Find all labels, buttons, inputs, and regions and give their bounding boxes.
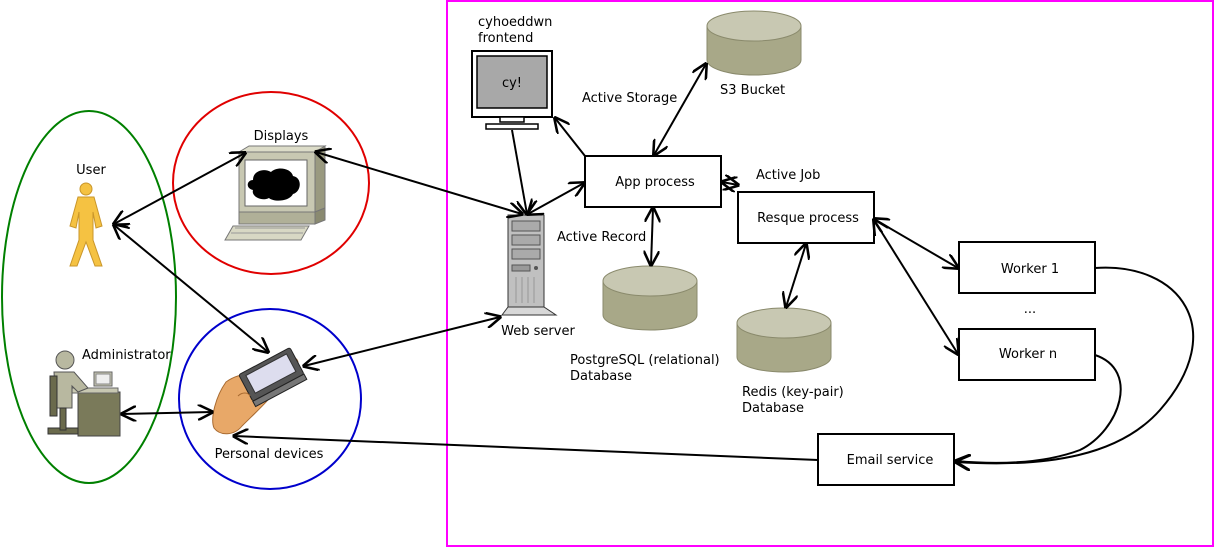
resque-worker1-arrow <box>874 219 958 268</box>
app-process-box <box>584 155 722 208</box>
worker-1-label: Worker 1 <box>1001 262 1059 277</box>
worker-n-box <box>958 328 1096 381</box>
postgres-database-icon <box>602 265 698 331</box>
user-devices-arrow <box>114 225 268 352</box>
handheld-device-icon <box>212 347 308 435</box>
active-job-label: Active Job <box>756 168 820 183</box>
worker-n-label: Worker n <box>999 347 1057 362</box>
frontend-label-line1: cyhoeddwn <box>478 15 552 30</box>
person-figure-icon <box>69 182 103 267</box>
redis-label-line1: Redis (key-pair) <box>742 385 844 400</box>
workern-email-arrow <box>956 354 1122 463</box>
resque-process-box <box>737 191 875 244</box>
administrator-label: Administrator <box>82 348 171 363</box>
web-server-label: Web server <box>501 324 575 339</box>
email-devices-arrow <box>234 436 819 461</box>
resque-process-label: Resque process <box>757 211 859 226</box>
app-postgres-arrow <box>651 208 653 265</box>
s3-bucket-database-icon <box>706 10 802 76</box>
frontend-label-line2: frontend <box>478 31 533 46</box>
system-boundary <box>446 0 1214 547</box>
worker-ellipsis-label: ... <box>1024 302 1036 317</box>
resque-workern-arrow <box>874 220 958 354</box>
admin-devices-arrow <box>122 412 212 414</box>
displays-webserver-arrow <box>316 152 522 214</box>
server-tower-icon <box>501 214 558 316</box>
postgres-label-line1: PostgreSQL (relational) <box>570 353 720 368</box>
worker-1-box <box>958 241 1096 294</box>
postgres-label-line2: Database <box>570 369 632 384</box>
monitor-icon <box>471 50 553 130</box>
user-displays-arrow <box>114 153 245 224</box>
app-frontend-arrow <box>555 118 586 157</box>
app-s3-arrow <box>654 64 706 155</box>
personal-devices-label: Personal devices <box>215 447 324 462</box>
computer-terminal-icon <box>224 145 327 241</box>
webserver-app-arrow <box>528 183 584 214</box>
resque-redis-arrow <box>786 244 806 307</box>
worker1-email-arrow <box>956 266 1195 464</box>
active-record-label: Active Record <box>557 230 646 245</box>
frontend-webserver-arrow <box>511 129 527 214</box>
displays-label: Displays <box>254 129 309 144</box>
app-process-label: App process <box>615 175 695 190</box>
redis-database-icon <box>736 307 832 373</box>
user-label: User <box>76 163 106 178</box>
email-service-label: Email service <box>847 453 934 468</box>
app-resque-arrow <box>722 182 738 185</box>
monitor-screen-text: cy! <box>502 76 522 91</box>
active-storage-label: Active Storage <box>582 91 677 106</box>
devices-webserver-arrow <box>304 317 500 366</box>
s3-bucket-label: S3 Bucket <box>720 83 785 98</box>
redis-label-line2: Database <box>742 401 804 416</box>
person-at-desk-icon <box>47 350 121 437</box>
